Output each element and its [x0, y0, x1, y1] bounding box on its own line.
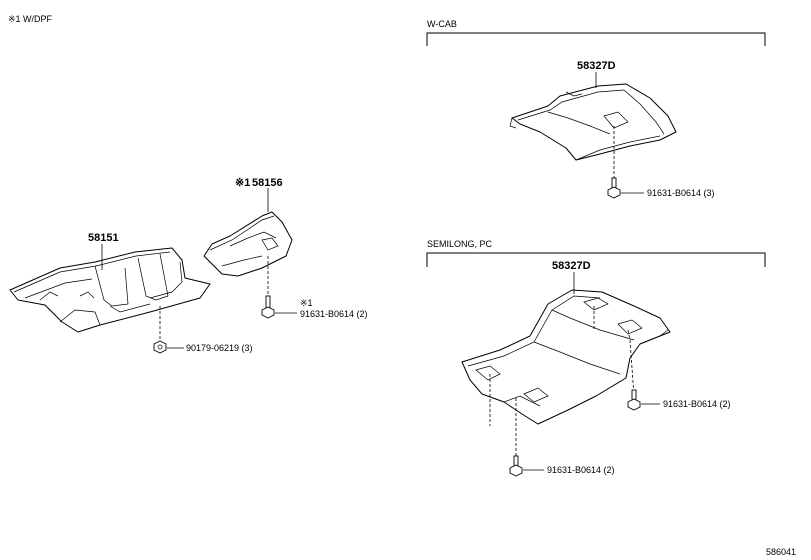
label-91631-left-mark: ※1: [300, 298, 313, 308]
nut-icon: [153, 340, 167, 354]
figure-id: 586041: [766, 547, 796, 557]
part-58327d-semilong-shape: [461, 289, 671, 425]
label-91631-semi-bottom: 91631-B0614 (2): [547, 465, 615, 475]
group-wcab-label: W-CAB: [427, 19, 457, 29]
bolt-icon: [607, 177, 621, 199]
label-58151: 58151: [88, 232, 119, 244]
label-91631-left: 91631-B0614 (2): [300, 309, 368, 319]
group-semilong-bracket: [426, 252, 766, 267]
label-91631-semi-right: 91631-B0614 (2): [663, 399, 731, 409]
header-note: ※1 W/DPF: [8, 14, 53, 24]
part-58151-shape: [9, 247, 211, 333]
bolt-icon: [627, 389, 641, 411]
part-58327d-wcab-shape: [509, 83, 677, 161]
label-58156-mark: ※1: [235, 177, 250, 189]
label-90179: 90179-06219 (3): [186, 343, 253, 353]
group-wcab-bracket: [426, 32, 766, 46]
label-58156: 58156: [252, 177, 283, 189]
group-semilong-label: SEMILONG, PC: [427, 239, 493, 249]
label-58327d-top: 58327D: [577, 60, 616, 72]
label-91631-wcab: 91631-B0614 (3): [647, 188, 715, 198]
label-58327d-bottom: 58327D: [552, 260, 591, 272]
bolt-icon: [261, 295, 275, 319]
part-58156-shape: [203, 211, 293, 277]
bolt-icon: [509, 455, 523, 477]
